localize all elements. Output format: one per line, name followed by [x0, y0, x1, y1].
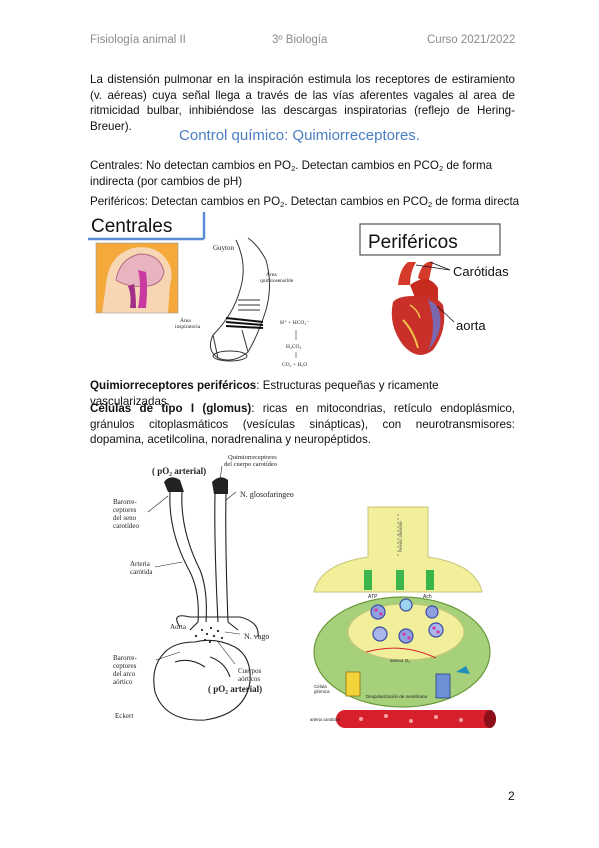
svg-text:carótida: carótida	[130, 568, 153, 576]
svg-text:Nervio aferente: Nervio aferente	[398, 521, 403, 552]
svg-text:sensor O₂: sensor O₂	[390, 658, 410, 663]
svg-text:quimiosensible: quimiosensible	[260, 278, 294, 284]
po2-bottom-label: ( pO₂ arterial)	[208, 684, 262, 694]
header-center: 3º Biología	[272, 34, 328, 46]
svg-text:aórtico: aórtico	[113, 678, 133, 686]
svg-text:aórticos: aórticos	[238, 675, 260, 683]
inspiratory-fibers	[225, 317, 264, 329]
po2-top-label: ( pO₂ arterial)	[152, 466, 206, 476]
svg-text:ATP: ATP	[368, 594, 378, 600]
eckert-diagram: Quimiorreceptores del cuerpo carotídeo (…	[113, 454, 294, 721]
svg-text:Quimiorreceptores: Quimiorreceptores	[228, 454, 277, 461]
svg-text:inspiratoria: inspiratoria	[175, 324, 201, 330]
svg-text:ceptores: ceptores	[113, 506, 137, 514]
header-left: Fisiología animal II	[90, 34, 186, 46]
svg-text:glómica: glómica	[314, 689, 330, 694]
svg-text:Área: Área	[180, 316, 191, 324]
section-title: Control químico: Quimiorreceptores.	[179, 127, 420, 144]
header-right: Curso 2021/2022	[427, 34, 516, 46]
chem-eq-1: H⁺ + HCO₃⁻	[280, 319, 309, 326]
svg-text:Barorre-: Barorre-	[113, 654, 137, 662]
vago-label: N. vago	[244, 632, 269, 641]
head-brain-illustration	[95, 242, 179, 314]
celulas-tipo1-paragraph: Células de tipo I (glomus): ricas en mit…	[90, 402, 515, 446]
svg-text:arteria carotidea: arteria carotidea	[310, 717, 341, 722]
svg-text:Despolarización de membrana: Despolarización de membrana	[366, 694, 428, 699]
aorta-diagram-label: Aorta	[170, 623, 187, 631]
guyton-label: Guyton	[213, 244, 235, 252]
svg-text:Célula: Célula	[314, 684, 327, 689]
svg-text:Cuerpos: Cuerpos	[238, 667, 262, 675]
glosofaringeo-label: N. glosofaringeo	[240, 490, 294, 499]
perifericos-paragraph: Periféricos: Detectan cambios en PO2. De…	[90, 195, 520, 209]
aorta-label: aorta	[456, 318, 486, 333]
chem-eq-3: CO₂ + H₂O	[282, 362, 307, 368]
svg-text:carotídeo: carotídeo	[113, 522, 140, 530]
chem-eq-2: H₂CO₃	[286, 344, 302, 350]
perifericos-label-box	[359, 223, 501, 256]
perifericos-label: Periféricos	[368, 232, 458, 253]
svg-text:del arco: del arco	[113, 670, 136, 678]
intro-paragraph: La distensión pulmonar en la inspiración…	[90, 73, 515, 133]
quimio-perifericos-paragraph: Quimiorreceptores periféricos: Estructur…	[90, 379, 439, 408]
eckert-label: Eckert	[115, 712, 133, 720]
centrales-label: Centrales	[91, 216, 172, 237]
svg-text:ceptores: ceptores	[113, 662, 137, 670]
page-number: 2	[508, 789, 515, 803]
centrales-paragraph: Centrales: No detectan cambios en PO2. D…	[90, 159, 493, 188]
svg-text:Arteria: Arteria	[130, 560, 151, 568]
svg-text:Ach: Ach	[423, 594, 432, 600]
brainstem-drawing	[209, 237, 270, 362]
svg-text:del seno: del seno	[113, 514, 137, 522]
svg-text:del cuerpo carotídeo: del cuerpo carotídeo	[224, 461, 277, 468]
centrales-label-box	[88, 212, 203, 239]
svg-text:Área: Área	[266, 270, 277, 278]
glomus-cell-diagram: Nervio aferente ATP Ach sensor O₂ Célula…	[310, 506, 496, 728]
chemoreceptors-figure: Centrales Guyton Área quimiosensible Áre…	[88, 212, 509, 368]
heart-illustration	[391, 261, 445, 355]
svg-text:Barorre-: Barorre-	[113, 498, 137, 506]
carotidas-label: Carótidas	[453, 264, 509, 279]
